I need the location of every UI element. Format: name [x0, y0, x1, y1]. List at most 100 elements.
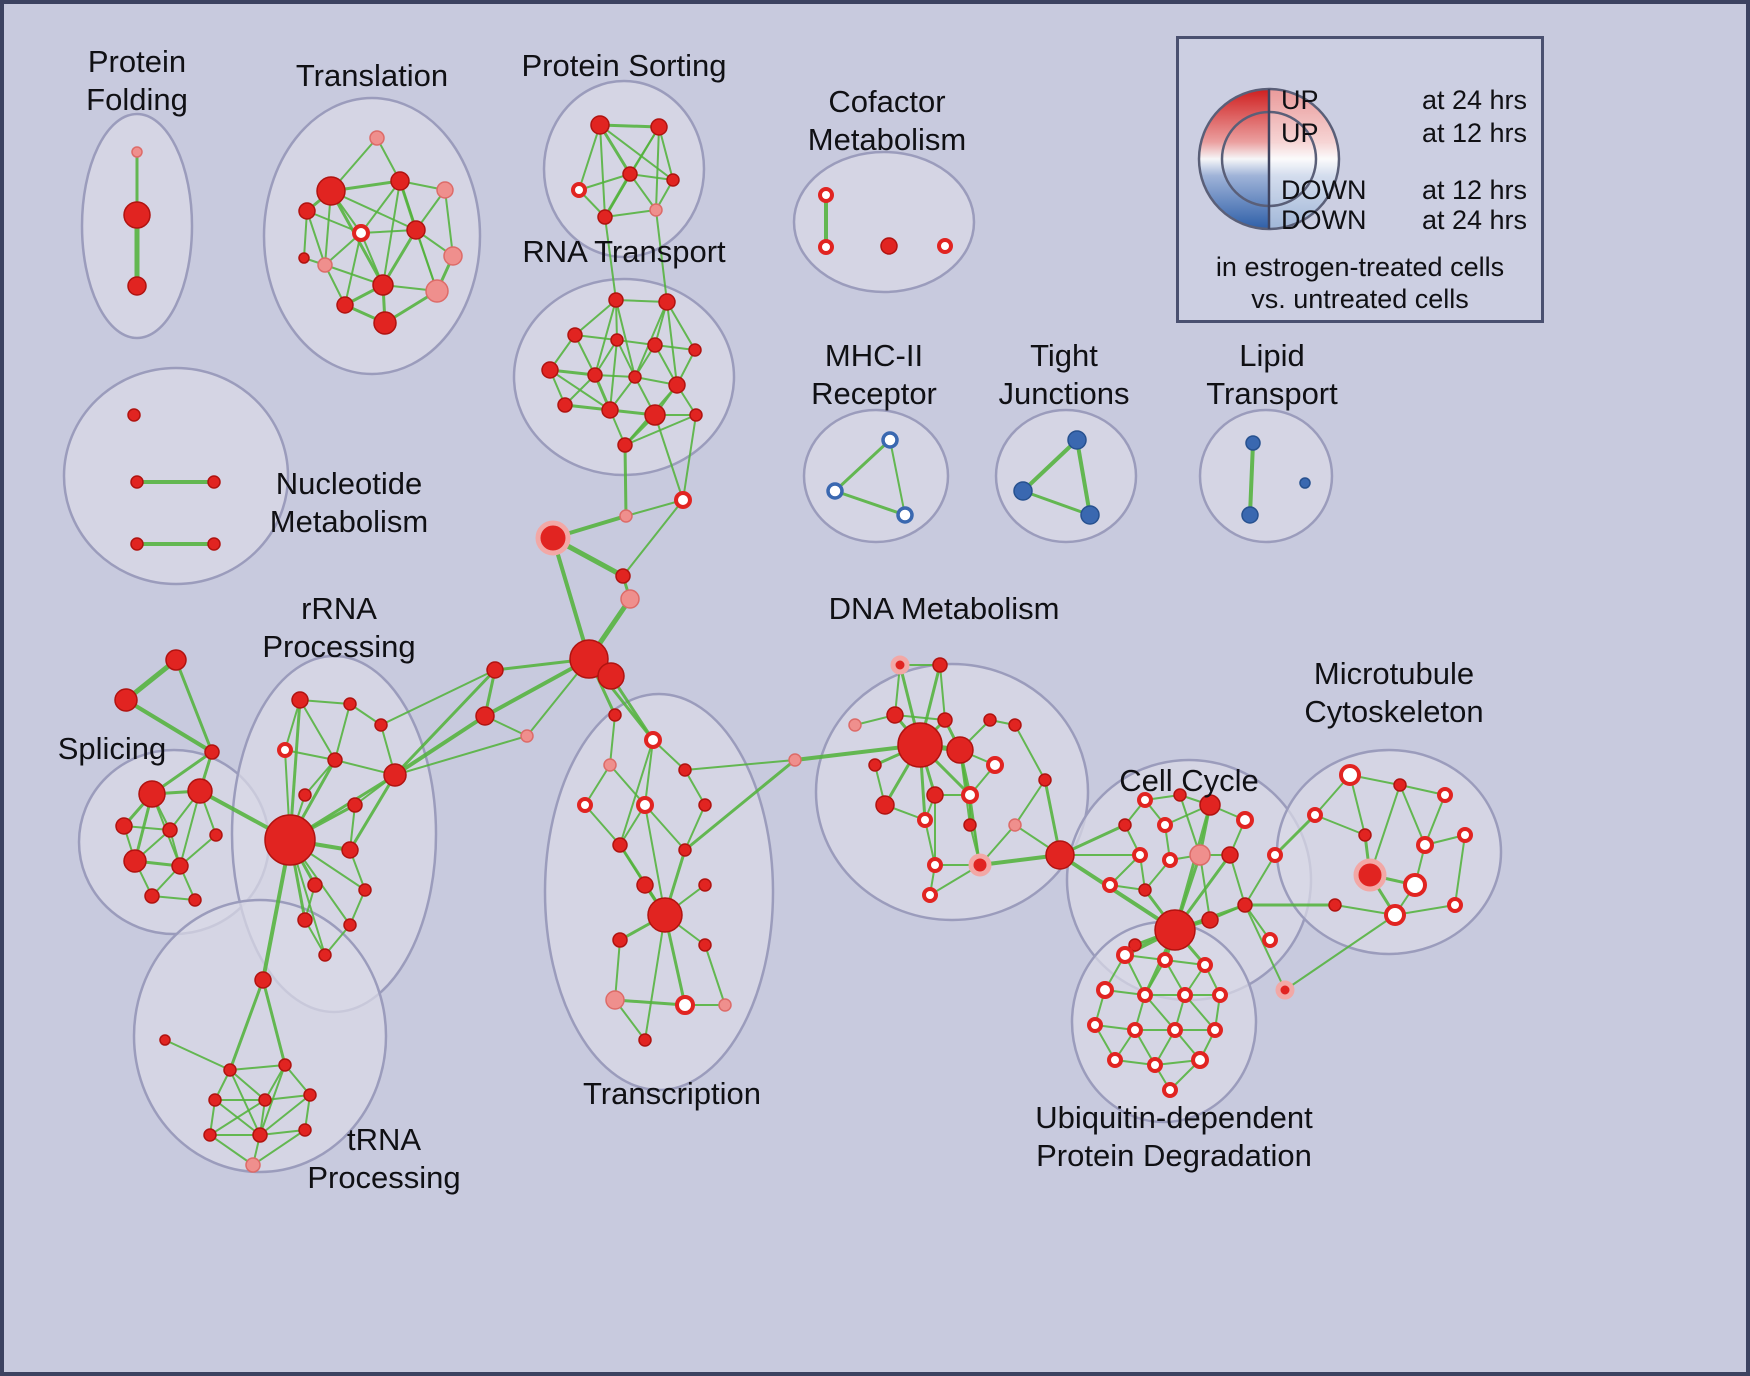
network-node-pink — [788, 753, 802, 767]
network-node-red — [612, 837, 628, 853]
network-edge — [644, 914, 666, 1041]
network-node-red — [617, 437, 633, 453]
network-node-ring — [917, 812, 933, 828]
network-node-ring — [1262, 932, 1278, 948]
legend: UP at 24 hrs UP at 12 hrs DOWN at 12 hrs… — [1176, 36, 1544, 323]
network-node-red — [569, 639, 609, 679]
network-edge — [1454, 834, 1466, 906]
network-edge — [360, 180, 401, 234]
network-edge — [613, 998, 687, 1007]
network-node-bluering — [881, 431, 899, 449]
network-edge — [666, 301, 696, 351]
network-edge — [299, 699, 336, 761]
network-node-red — [123, 201, 151, 229]
network-node-pink — [619, 509, 633, 523]
network-node-bluering — [896, 506, 914, 524]
network-node-red — [1201, 911, 1219, 929]
network-node-red — [254, 971, 272, 989]
network-edge — [1021, 489, 1092, 517]
network-node-red — [1038, 773, 1052, 787]
cluster-ellipse-cofactor-metabolism — [792, 150, 976, 294]
network-node-pink — [436, 181, 454, 199]
network-node-red — [1138, 883, 1152, 897]
network-node-red — [587, 367, 603, 383]
network-node-ring — [1096, 981, 1114, 999]
network-node-red — [303, 1088, 317, 1102]
network-node-red — [358, 883, 372, 897]
network-node-red — [628, 370, 642, 384]
network-edge — [330, 190, 417, 231]
cluster-label-splicing: Splicing — [58, 731, 167, 766]
network-edge — [889, 439, 906, 516]
network-node-red — [610, 333, 624, 347]
network-node-red — [341, 841, 359, 859]
network-node-pink — [620, 589, 640, 609]
network-edge — [1244, 854, 1276, 906]
network-node-red — [688, 343, 702, 357]
network-node-red — [264, 814, 316, 866]
network-edge — [264, 1094, 311, 1101]
network-edge — [578, 124, 601, 191]
network-node-red — [187, 778, 213, 804]
network-node-red — [343, 697, 357, 711]
network-node-ring — [1137, 987, 1153, 1003]
network-node-halo — [1275, 980, 1295, 1000]
network-edge — [594, 299, 617, 376]
network-node-red — [209, 828, 223, 842]
network-edge — [614, 939, 621, 1001]
network-edge — [164, 1039, 231, 1071]
network-node-red — [114, 688, 138, 712]
network-edge — [344, 232, 362, 306]
network-node-red — [1118, 818, 1132, 832]
network-node-red — [608, 292, 624, 308]
network-node-red — [963, 818, 977, 832]
cluster-ellipse-tight-junctions — [994, 408, 1138, 544]
network-edge — [833, 438, 892, 493]
cluster-label-translation: Translation — [296, 58, 448, 93]
network-node-ring — [1191, 1051, 1209, 1069]
network-node-red — [1237, 897, 1253, 913]
network-node-red — [278, 1058, 292, 1072]
network-node-red — [203, 1128, 217, 1142]
network-node-halo — [968, 853, 992, 877]
network-node-red — [597, 662, 625, 690]
network-node-red — [207, 475, 221, 489]
network-node-blue — [1299, 477, 1311, 489]
network-node-pink — [369, 130, 385, 146]
network-node-red — [1358, 828, 1372, 842]
network-node-ring — [1403, 873, 1427, 897]
network-node-pink — [443, 246, 463, 266]
network-node-blue — [1245, 435, 1261, 451]
network-node-pink — [245, 1157, 261, 1173]
legend-gradient-circle-icon — [1197, 87, 1341, 231]
network-node-red — [297, 912, 313, 928]
network-node-red — [327, 752, 343, 768]
network-node-red — [541, 361, 559, 379]
network-edge — [655, 209, 668, 303]
network-node-red — [336, 296, 354, 314]
network-node-red — [144, 888, 160, 904]
network-node-red — [1393, 778, 1407, 792]
network-node-red — [127, 408, 141, 422]
network-node-bluering — [826, 482, 844, 500]
network-node-ring — [1416, 836, 1434, 854]
network-edge — [393, 714, 487, 777]
network-node-red — [130, 537, 144, 551]
legend-up-12-label: UP — [1281, 118, 1319, 148]
network-node-red — [373, 311, 397, 335]
network-node-ring — [571, 182, 587, 198]
network-node-red — [1008, 718, 1022, 732]
network-node-red — [666, 173, 680, 187]
network-node-ring — [1307, 807, 1323, 823]
network-edge — [654, 414, 684, 501]
network-node-red — [868, 758, 882, 772]
network-edge — [334, 703, 351, 761]
network-node-red — [622, 166, 638, 182]
network-node-ring — [644, 731, 662, 749]
legend-up-24-label: UP — [1281, 85, 1319, 115]
network-edge — [644, 739, 654, 806]
